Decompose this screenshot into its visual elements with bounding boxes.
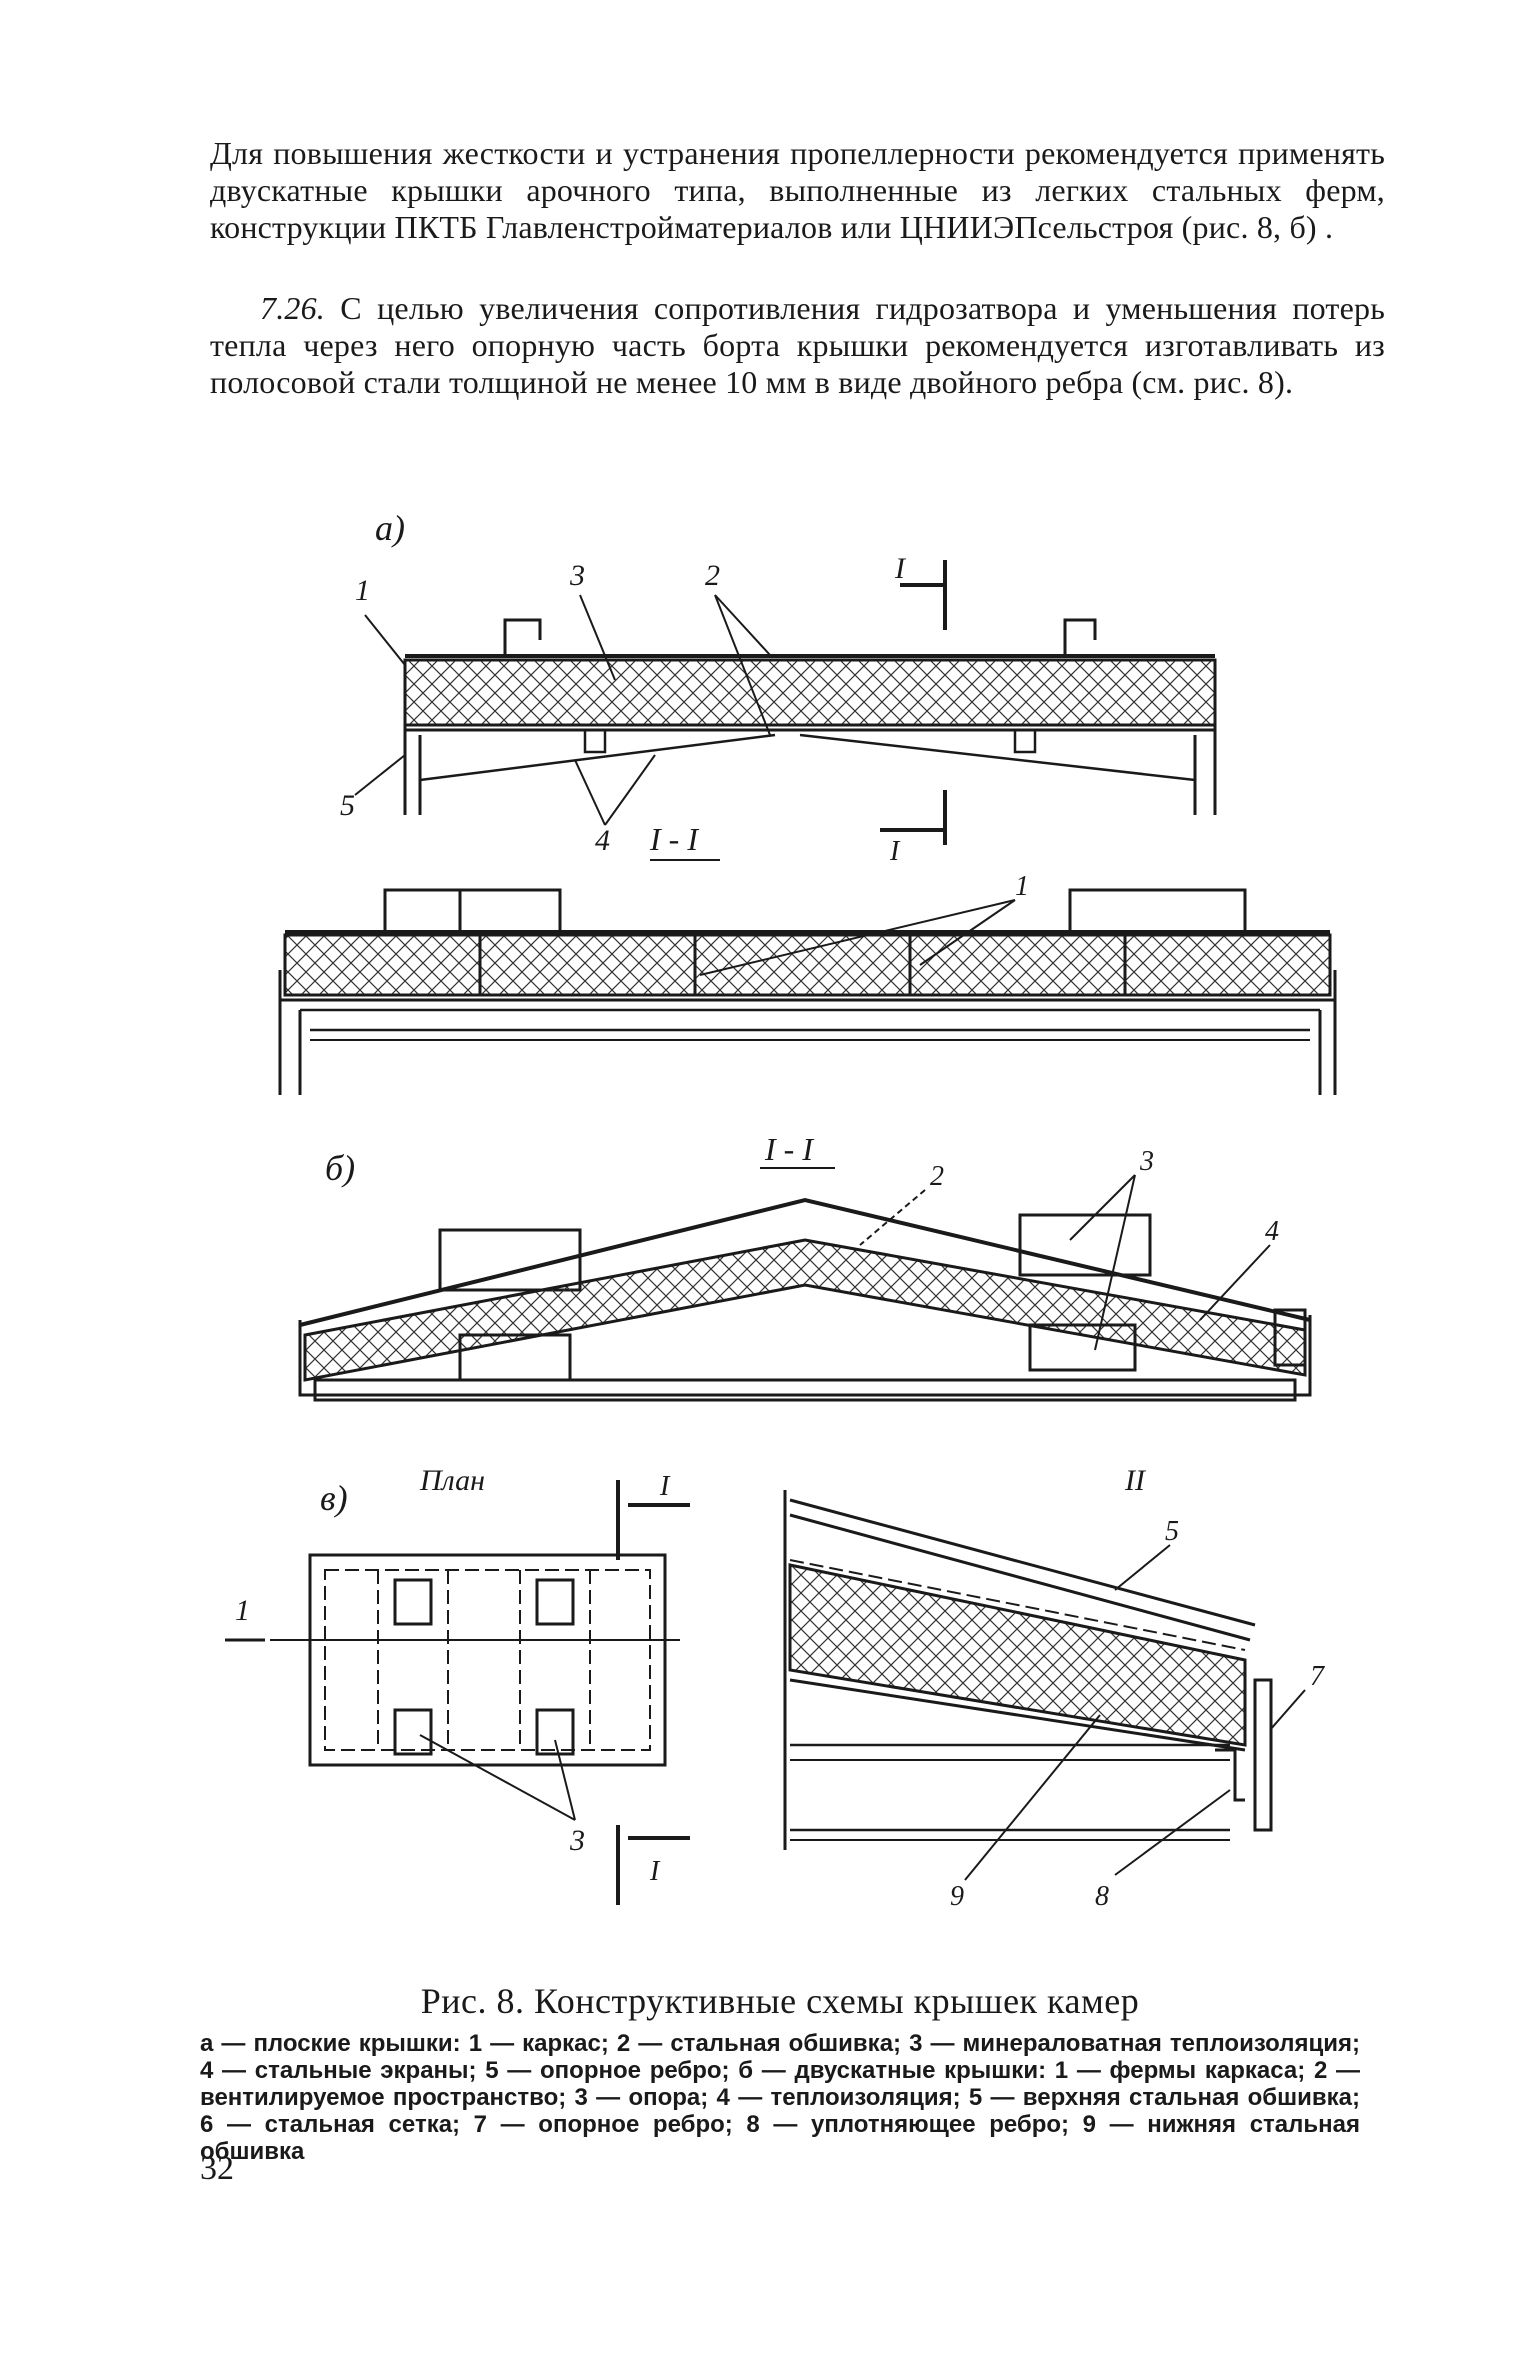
figure-caption-legend: а — плоские крышки: 1 — каркас; 2 — стал… xyxy=(200,2030,1360,2165)
callout-7-detail: 7 xyxy=(1310,1661,1325,1692)
support-rib xyxy=(1253,1678,1273,1832)
plan-label: План xyxy=(419,1464,485,1497)
flat-cover-section: а) I I 1 3 2 5 xyxy=(340,508,1217,867)
detail-insulation xyxy=(788,1563,1247,1747)
insulation-slab xyxy=(403,658,1217,727)
figure-caption-title: Рис. 8. Конструктивные схемы крышек каме… xyxy=(420,1981,1140,2021)
detail-label: II xyxy=(1124,1464,1147,1497)
paragraph-1-text: Для повышения жесткости и устранения про… xyxy=(210,135,1385,245)
callout-3: 3 xyxy=(569,559,585,592)
section-mark-bottom: I xyxy=(889,836,901,867)
section-title-a: I - I xyxy=(649,821,699,857)
paragraph-2-text: С целью увеличения сопротивления гидроза… xyxy=(210,290,1386,400)
page-number: 32 xyxy=(200,2150,234,2187)
callout-9-detail: 9 xyxy=(950,1881,964,1912)
callout-4-b: 4 xyxy=(1265,1216,1279,1247)
paragraph-2: 7.26. С целью увеличения сопротивления г… xyxy=(210,290,1385,401)
handle-right xyxy=(1063,618,1097,656)
label-b: б) xyxy=(325,1148,355,1188)
label-v: в) xyxy=(320,1478,348,1518)
gable-cover-section: б) I - I 2 3 4 xyxy=(298,1131,1312,1402)
detail-ii: II 5 7 8 9 xyxy=(783,1464,1325,1912)
callout-2-b: 2 xyxy=(930,1161,944,1192)
plan-section-mark-top: I xyxy=(659,1471,671,1502)
callout-1-plan: 1 xyxy=(235,1594,250,1627)
callout-5-detail: 5 xyxy=(1165,1516,1179,1547)
gable-insulation xyxy=(303,1238,1307,1382)
callout-3-b: 3 xyxy=(1139,1146,1154,1177)
flat-cover-cross-section: 1 xyxy=(278,871,1337,1095)
label-a: а) xyxy=(375,508,405,548)
callout-1: 1 xyxy=(355,574,370,607)
callout-4: 4 xyxy=(595,824,610,857)
sealing-rib xyxy=(1215,1748,1245,1802)
cross-section-insulation xyxy=(283,933,1332,997)
callout-8-detail: 8 xyxy=(1095,1881,1109,1912)
plan-view: в) План 1 I I 3 xyxy=(225,1464,690,1905)
callout-5: 5 xyxy=(340,789,355,822)
section-title-b: I - I xyxy=(764,1131,814,1167)
callout-2: 2 xyxy=(705,559,720,592)
plan-section-mark-bottom: I xyxy=(649,1856,661,1887)
handle-left xyxy=(503,618,542,656)
paragraph-1: Для повышения жесткости и устранения про… xyxy=(210,135,1385,246)
roof-cover-figure: а) I I 1 3 2 5 xyxy=(225,508,1337,1912)
paragraph-2-number: 7.26. xyxy=(260,290,325,326)
section-mark-top: I xyxy=(894,552,907,585)
callout-3-plan: 3 xyxy=(569,1824,585,1857)
callout-1-section: 1 xyxy=(1015,871,1029,902)
